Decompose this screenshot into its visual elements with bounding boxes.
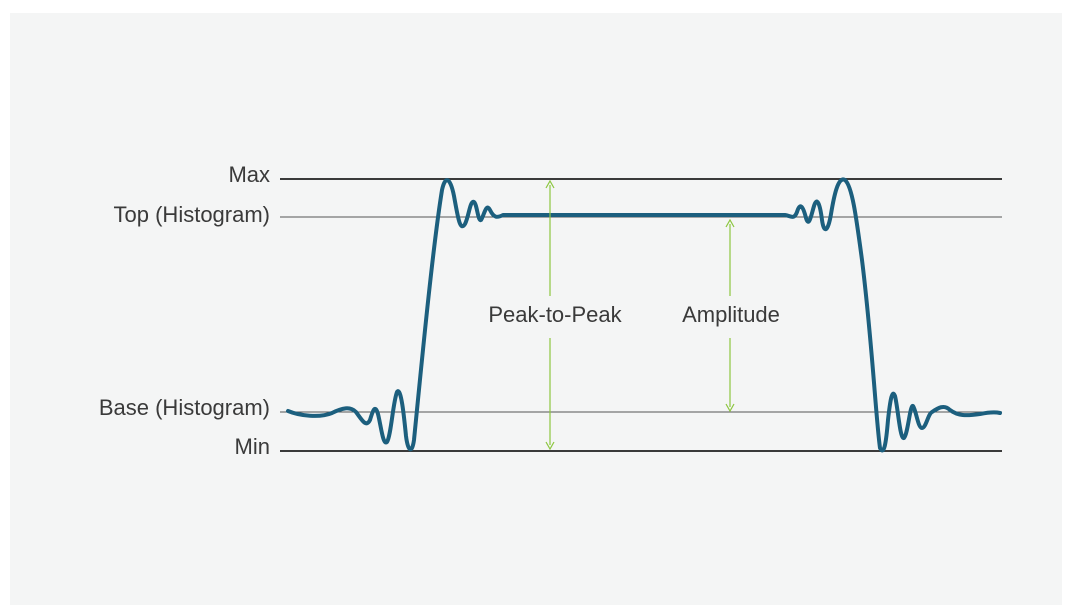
base-histogram-label: Base (Histogram)	[98, 395, 270, 420]
amplitude-arrow	[725, 218, 735, 413]
amplitude-label: Amplitude	[682, 302, 780, 327]
max-label: Max	[228, 162, 270, 187]
min-label: Min	[234, 434, 270, 459]
peak-to-peak-label: Peak-to-Peak	[488, 302, 622, 327]
peak-to-peak-arrow	[545, 179, 555, 451]
diagram-panel	[10, 13, 1062, 605]
signal-waveform	[286, 177, 1002, 453]
top-histogram-label: Top (Histogram)	[113, 202, 270, 227]
